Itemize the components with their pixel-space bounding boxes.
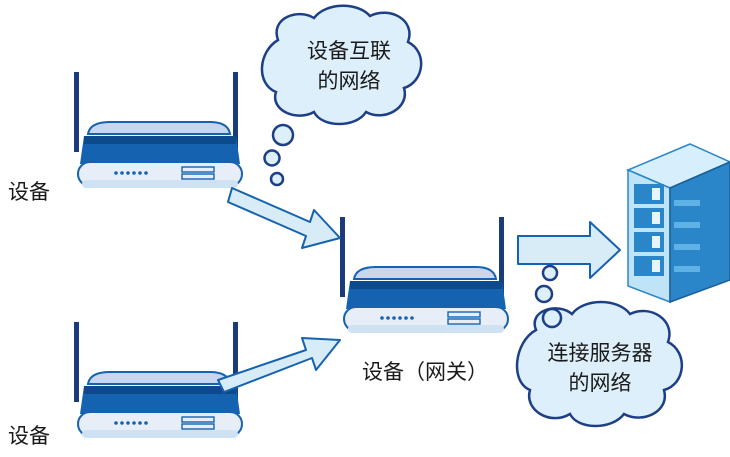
bubble-line-2: 的网络 [568,371,632,395]
router-top-left-icon [73,72,243,189]
thought-bubble-server-network [515,264,684,428]
router-bottom-left-icon [73,322,243,439]
device-label-top: 设备 [8,180,50,204]
device-label-bottom: 设备 [8,424,50,448]
thought-bubble-device-network [260,4,423,187]
bubble-text-device-network: 设备互联 的网络 [300,36,398,96]
arrow-device-to-gateway-bottom [217,337,341,393]
router-gateway-icon [339,217,509,334]
bubble-line-1: 设备互联 [307,39,391,63]
bubble-line-1: 连接服务器 [547,341,653,365]
bubble-line-2: 的网络 [317,69,381,93]
gateway-label: 设备（网关） [362,360,488,384]
bubble-text-server-network: 连接服务器 的网络 [540,338,660,398]
arrow-device-to-gateway-top [227,187,341,249]
server-rack-icon [626,143,730,304]
arrow-gateway-to-server [517,221,621,279]
